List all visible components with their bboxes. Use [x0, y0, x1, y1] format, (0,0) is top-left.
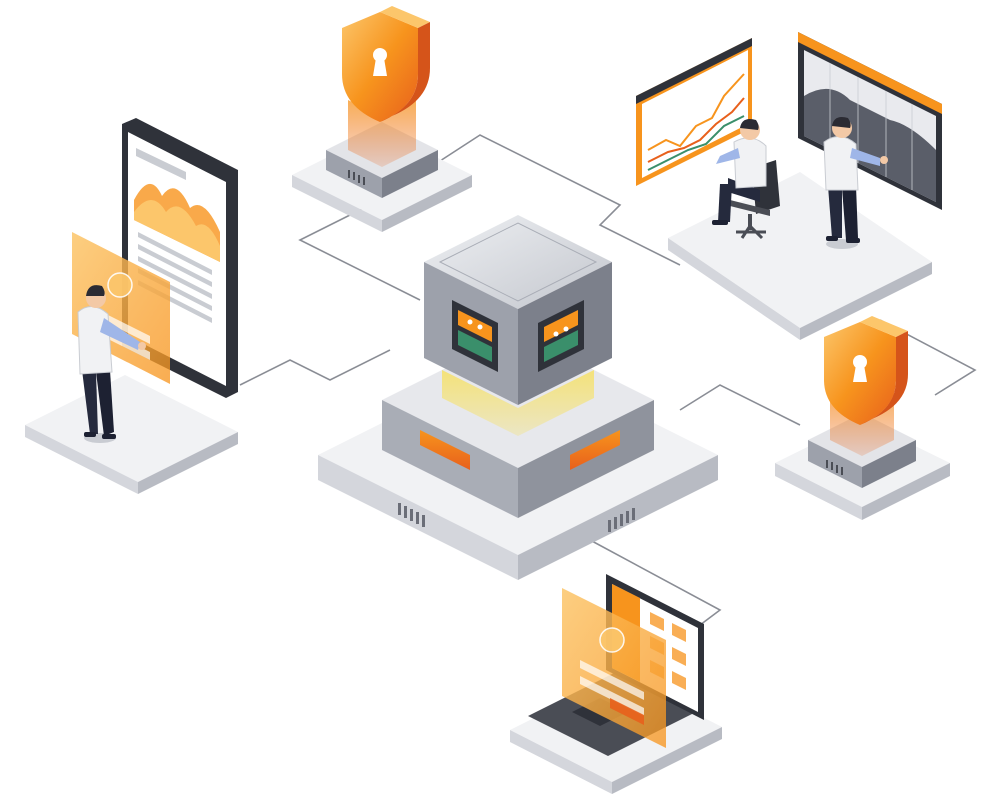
shield-pedestal-top [292, 6, 472, 232]
analytics-dashboard-icon [636, 38, 752, 186]
cube-screen-right [538, 300, 584, 372]
analytics-station [636, 32, 942, 340]
vent-grille [398, 503, 635, 532]
shield-keyhole-icon [824, 316, 908, 425]
shield-pedestal-right [775, 316, 950, 520]
analytics-dashboard-icon [798, 32, 942, 210]
login-panel [562, 588, 666, 748]
shield-keyhole-icon [342, 6, 430, 122]
tablet-login-station [25, 118, 238, 494]
person-icon [77, 285, 146, 443]
central-server [318, 215, 718, 580]
laptop-login-station [510, 574, 722, 794]
cube-screen-left [452, 300, 498, 372]
person-icon [823, 117, 888, 249]
person-icon [712, 119, 767, 225]
